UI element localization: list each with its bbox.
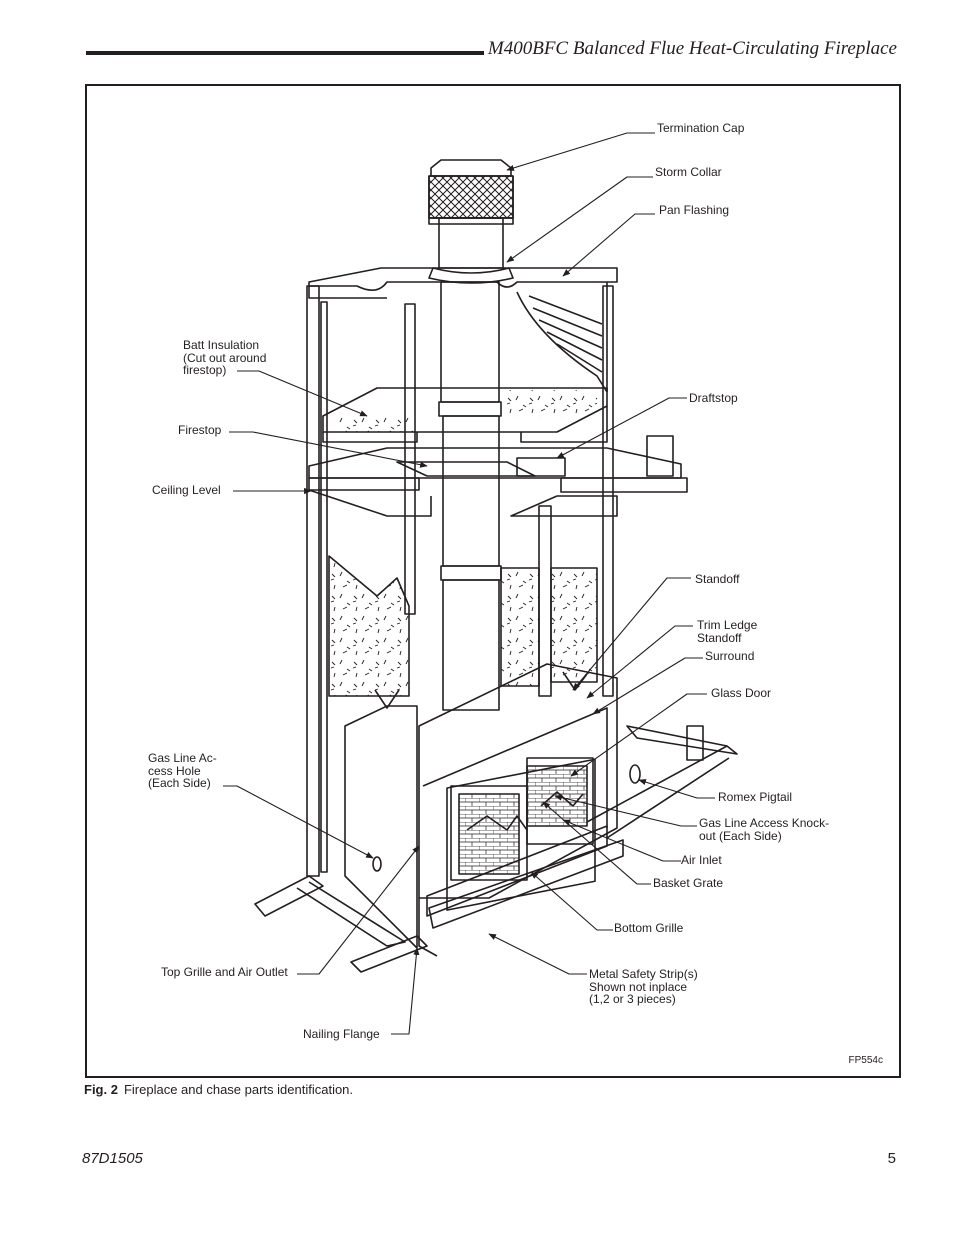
label-ceiling-level: Ceiling Level xyxy=(152,483,221,497)
label-trim-ledge-standoff: Trim Ledge Standoff xyxy=(697,618,758,645)
label-gas-line-access-hole: Gas Line Ac- cess Hole (Each Side) xyxy=(148,751,217,790)
fireplace-diagram xyxy=(223,132,738,1035)
attic-platform xyxy=(322,387,608,443)
label-storm-collar: Storm Collar xyxy=(655,165,722,179)
page-number: 5 xyxy=(887,1150,896,1167)
figure-frame: Termination Cap Storm Collar Pan Flashin… xyxy=(85,84,901,1078)
leader-lines xyxy=(223,132,715,1035)
figure-code: FP554c xyxy=(848,1055,883,1066)
label-glass-door: Glass Door xyxy=(711,686,772,700)
label-termination-cap: Termination Cap xyxy=(657,121,745,135)
page-header-title: M400BFC Balanced Flue Heat-Circulating F… xyxy=(487,38,897,59)
fireplace-unit xyxy=(344,663,624,957)
label-gas-line-knockout: Gas Line Access Knock- out (Each Side) xyxy=(699,816,830,843)
label-bottom-grille: Bottom Grille xyxy=(614,921,684,935)
label-pan-flashing: Pan Flashing xyxy=(659,203,730,217)
label-air-inlet: Air Inlet xyxy=(681,853,722,867)
pan-flashing-shape xyxy=(308,267,618,393)
termination-cap-shape xyxy=(428,159,514,225)
label-top-grille: Top Grille and Air Outlet xyxy=(161,965,288,979)
label-batt-insulation: Batt Insulation (Cut out around firestop… xyxy=(183,338,267,377)
wall-insulation xyxy=(328,555,598,697)
label-basket-grate: Basket Grate xyxy=(653,876,724,890)
label-metal-safety-strip: Metal Safety Strip(s) Shown not inplace … xyxy=(589,967,698,1006)
ceiling-platform xyxy=(308,435,688,517)
header-rule xyxy=(86,51,484,55)
label-surround: Surround xyxy=(705,649,755,663)
label-romex-pigtail: Romex Pigtail xyxy=(718,790,793,804)
caption-text: Fireplace and chase parts identification… xyxy=(123,1082,354,1097)
label-standoff: Standoff xyxy=(695,572,740,586)
figure-caption: Fig. 2 Fireplace and chase parts identifi… xyxy=(84,1082,353,1097)
document-number: 87D1505 xyxy=(82,1150,143,1167)
label-draftstop: Draftstop xyxy=(689,391,738,405)
caption-label: Fig. 2 xyxy=(84,1082,118,1097)
floor-framing xyxy=(254,725,738,973)
label-nailing-flange: Nailing Flange xyxy=(303,1027,380,1041)
label-firestop: Firestop xyxy=(178,423,222,437)
